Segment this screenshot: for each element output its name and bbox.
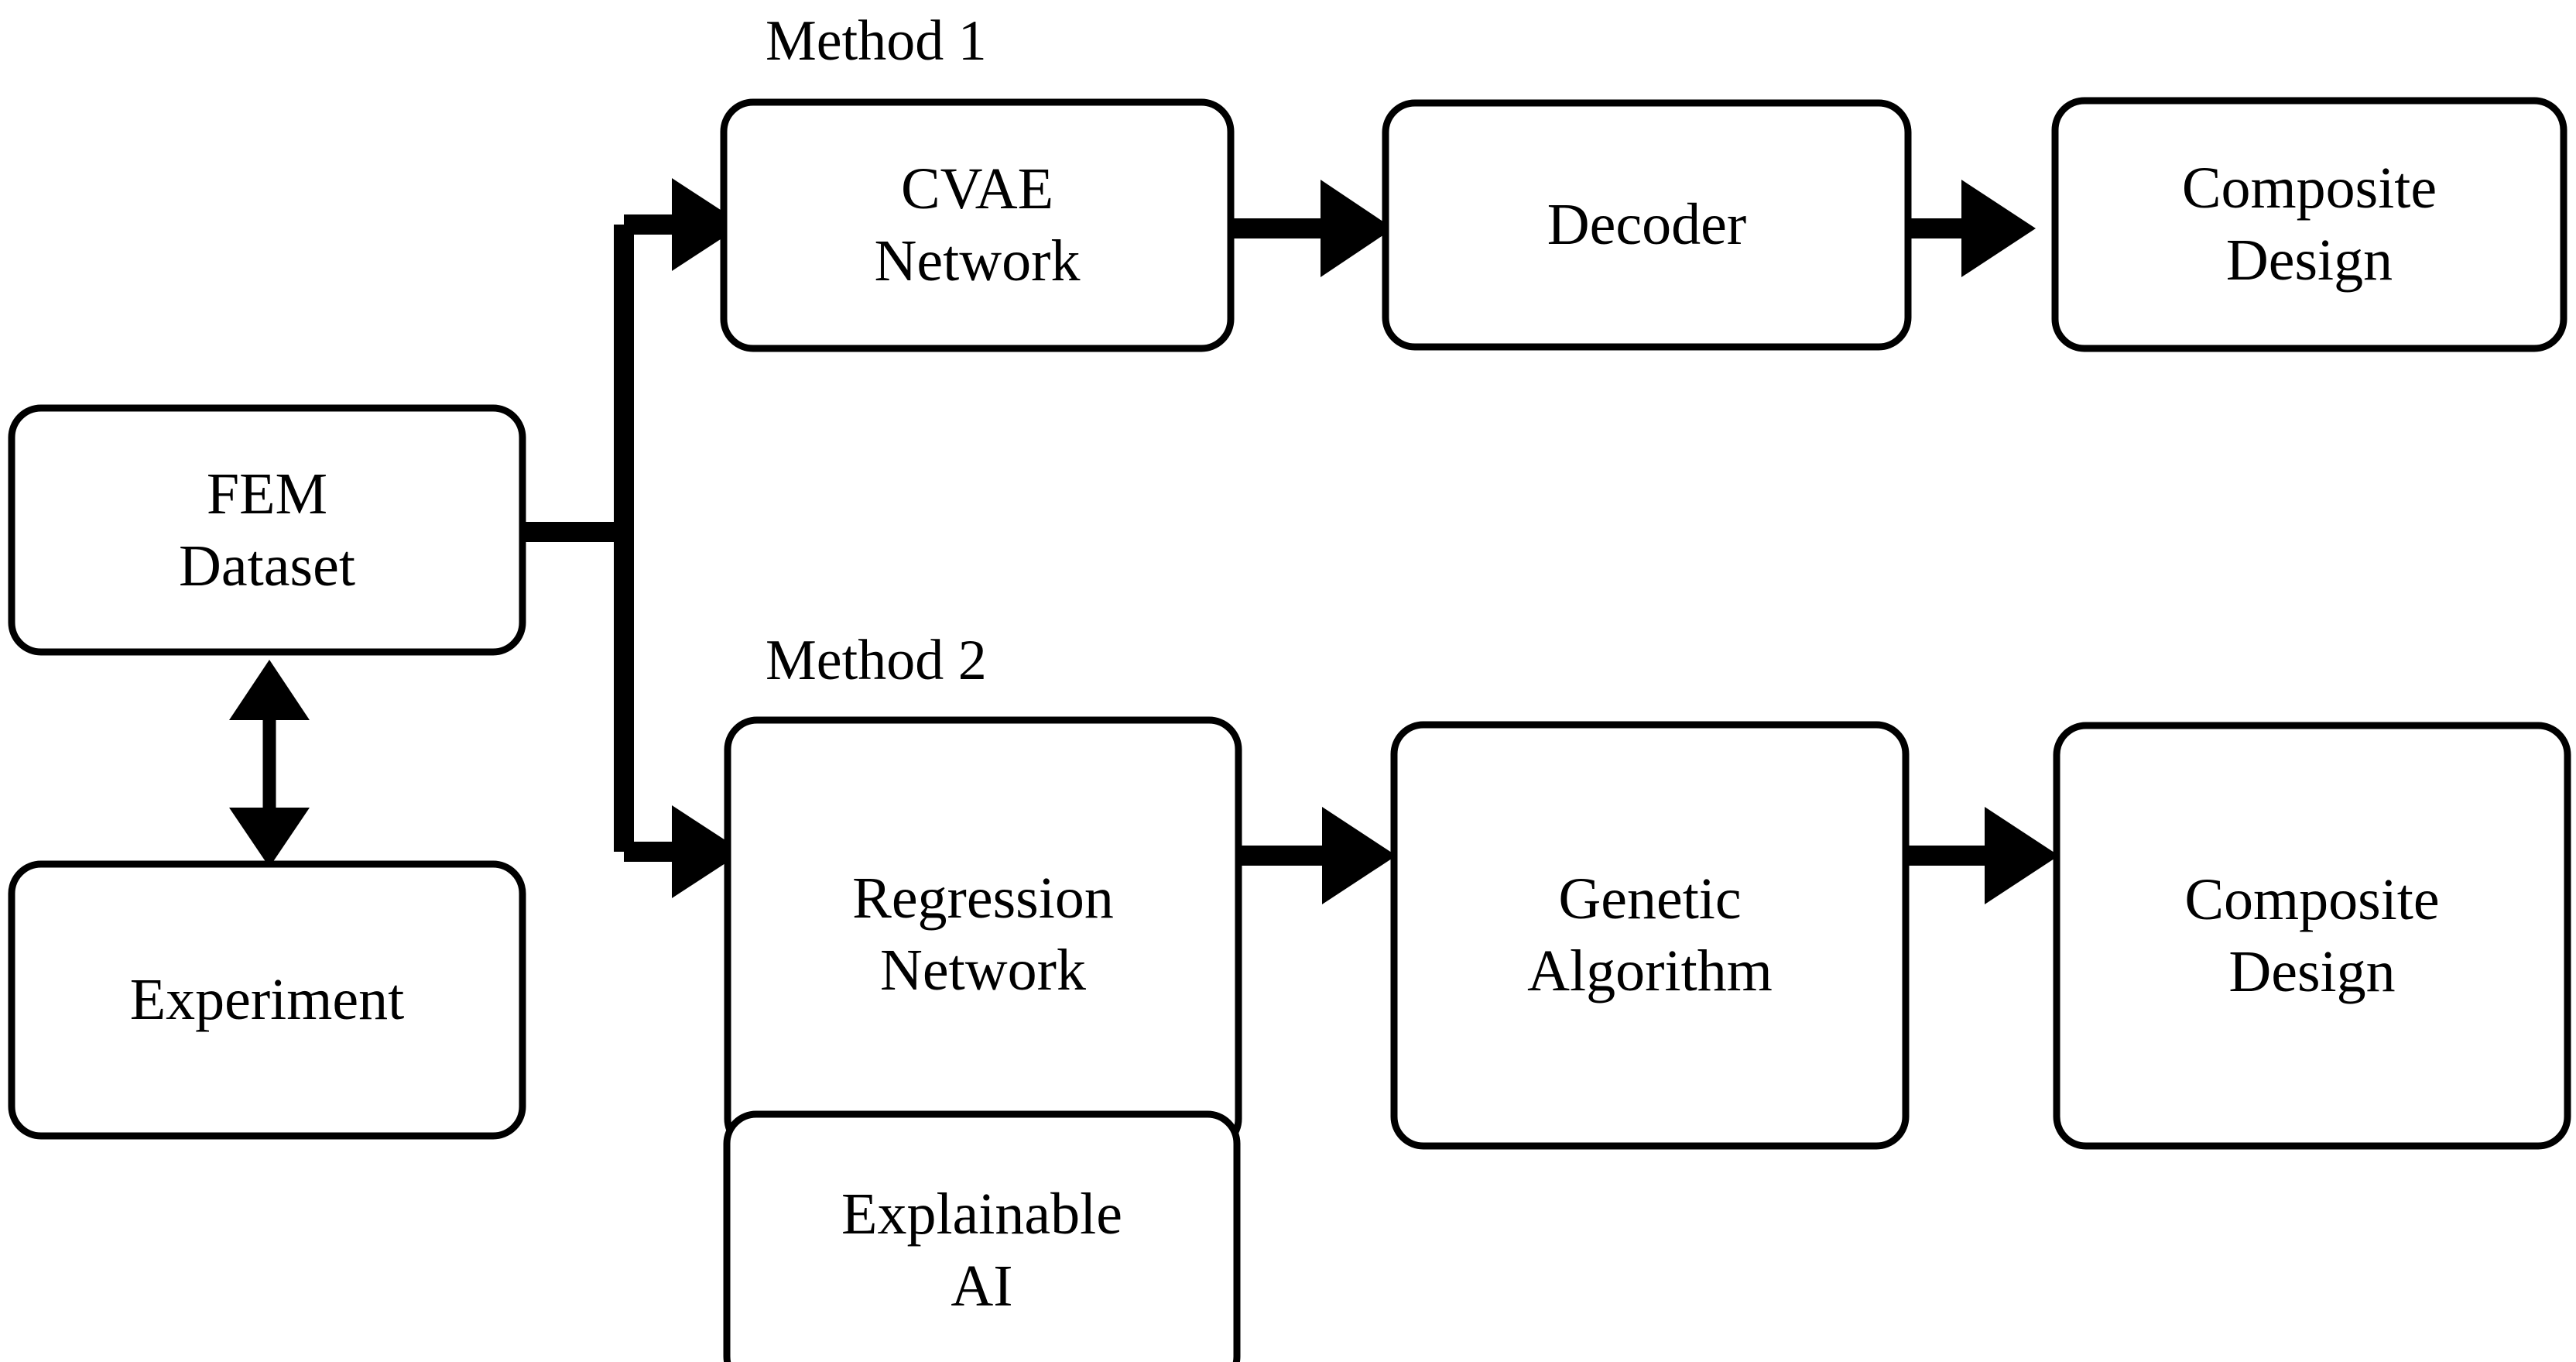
node-genetic-algorithm[interactable] — [1390, 721, 1910, 1150]
arrow-head-branch-to-cvae — [672, 178, 743, 271]
arrow-head-branch-to-regression — [672, 805, 743, 898]
section-label-method-2: Method 2 — [766, 629, 987, 692]
node-composite-design-top[interactable] — [2051, 97, 2567, 352]
arrow-head-cvae-to-decoder — [1321, 180, 1393, 277]
node-fem-dataset[interactable] — [8, 404, 526, 656]
arrow-head-down-to-experiment — [229, 808, 310, 867]
node-decoder[interactable] — [1382, 99, 1912, 351]
section-label-method-1: Method 1 — [766, 9, 987, 73]
node-experiment[interactable] — [8, 860, 526, 1140]
node-cvae-network[interactable] — [720, 98, 1235, 352]
arrow-head-genetic-to-composite — [1985, 807, 2059, 904]
node-regression-network[interactable] — [724, 716, 1242, 1152]
arrow-head-decoder-to-composite — [1961, 180, 2036, 277]
node-explainable-ai[interactable] — [723, 1110, 1241, 1362]
arrow-head-up-to-fem — [229, 660, 310, 720]
node-composite-design-bottom[interactable] — [2053, 722, 2571, 1150]
arrow-head-regression-to-genetic — [1322, 807, 1396, 904]
